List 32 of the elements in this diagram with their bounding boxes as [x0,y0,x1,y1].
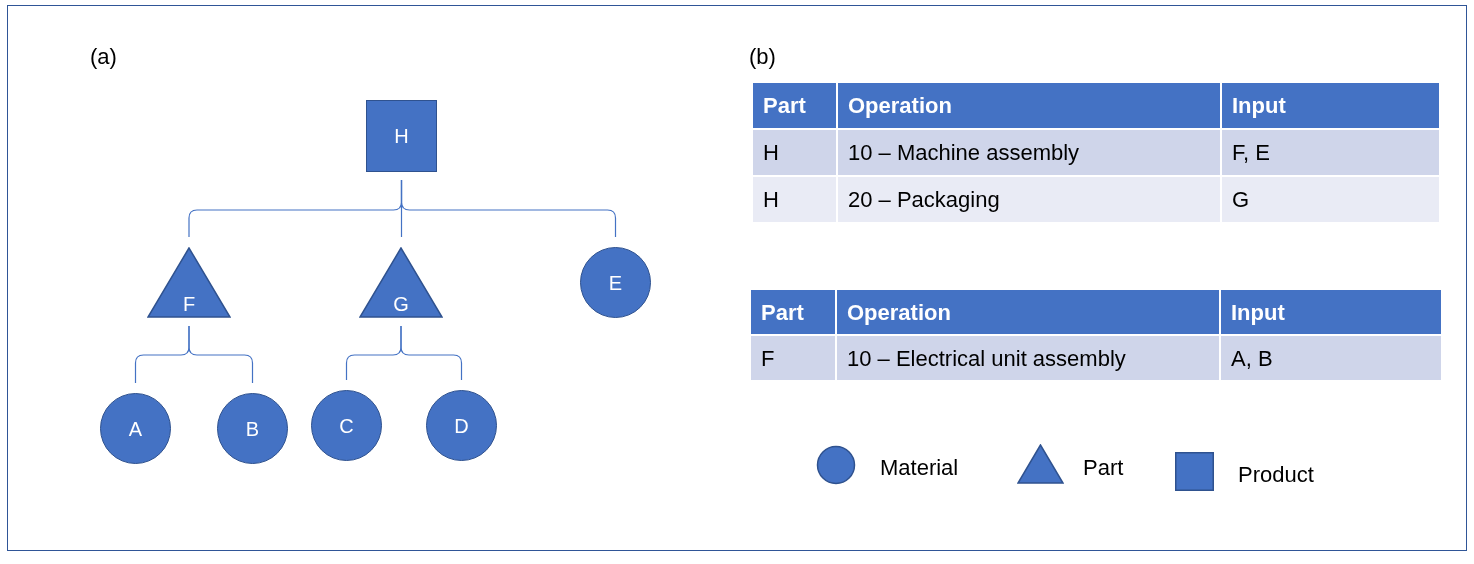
panel-label: (b) [749,43,776,71]
header-cell: Operation [838,83,1220,128]
header-cell: Input [1221,290,1441,334]
node-label: D [454,415,469,436]
node-label: E [608,272,623,293]
header-cell: Part [753,83,836,128]
legend-label: Part [1083,454,1124,482]
node-label: B [245,418,260,439]
table-cell: H [753,130,836,175]
table-cell: F, E [1222,130,1439,175]
node-label: A [128,418,143,439]
table-cell: G [1222,177,1439,222]
header-cell: Input [1222,83,1439,128]
bracket-connector [400,325,463,381]
table-cell: A, B [1221,336,1441,380]
node-label: G [393,294,409,314]
product-square [366,100,437,172]
node-label: H [394,126,409,146]
header-cell: Operation [837,290,1219,334]
header-cell: Part [751,290,835,334]
table-cell: 10 – Machine assembly [838,130,1220,175]
node-label: C [339,415,354,436]
table-cell: H [753,177,836,222]
table-cell: 20 – Packaging [838,177,1220,222]
table-cell: 10 – Electrical unit assembly [837,336,1219,380]
panel-label: (a) [90,43,117,71]
node-label: F [182,294,196,314]
bracket-connector [400,179,617,238]
table-cell: F [751,336,835,380]
legend-label: Material [880,454,959,482]
legend-label: Product [1238,461,1314,489]
bracket-connector [188,325,254,384]
